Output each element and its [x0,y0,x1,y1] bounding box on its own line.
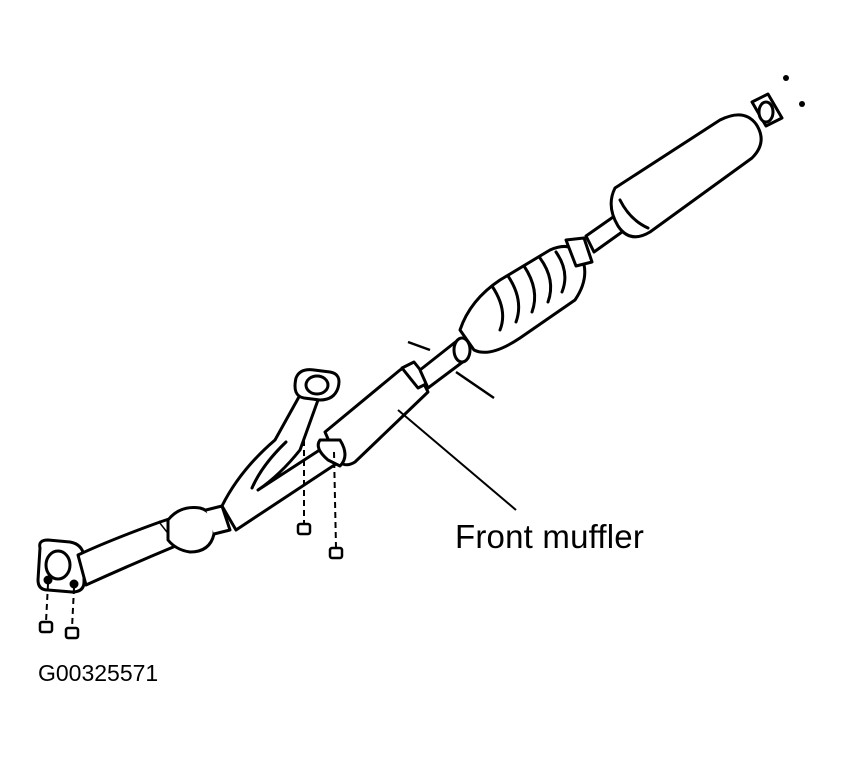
bolt-icon [799,101,805,107]
nut-icon [38,620,54,634]
catalytic-converter [458,244,587,354]
stud-line [45,583,49,623]
converter-flange [564,236,594,268]
callout-leader-line [397,409,517,511]
stud-line [333,451,337,549]
bolt-icon [407,340,431,352]
manifold-flange-upper [293,368,341,402]
nut-icon [64,626,80,640]
nut-icon [328,546,344,560]
tail-flange [750,92,784,128]
callout-label: Front muffler [455,518,645,555]
flex-joint [166,504,232,554]
figure-id: G00325571 [38,660,159,686]
front-muffler [316,360,432,468]
mid-pipe [418,336,472,390]
stud-line [71,587,75,629]
bolt-icon [455,370,495,400]
front-flange [36,538,86,594]
nut-icon [296,522,312,536]
bolt-icon [783,75,789,81]
rear-muffler [609,113,763,239]
